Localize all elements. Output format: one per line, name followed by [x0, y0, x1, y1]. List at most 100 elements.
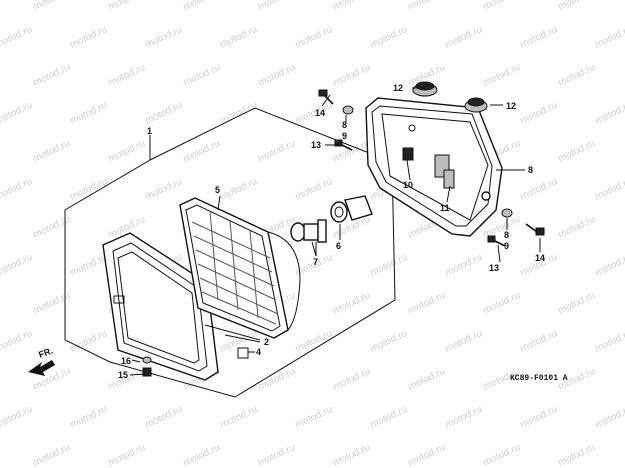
callout-2: 2 — [264, 337, 269, 347]
watermark-text: motod.ru — [332, 366, 372, 393]
watermark-text: motod.ru — [407, 0, 447, 13]
watermark-text: motod.ru — [219, 24, 259, 51]
screw-right — [487, 235, 506, 247]
watermark-text: motod.ru — [69, 404, 109, 431]
watermark-text: motod.ru — [69, 24, 109, 51]
watermark-text: motod.ru — [0, 252, 34, 279]
watermark-text: motod.ru — [0, 24, 34, 51]
callout-14-left: 14 — [315, 108, 325, 118]
watermark-text: motod.ru — [444, 24, 484, 51]
watermark-text: motod.ru — [294, 100, 334, 127]
watermark-text: motod.ru — [444, 328, 484, 355]
watermark-text: motod.ru — [182, 442, 222, 468]
watermark-text: motod.ru — [407, 442, 447, 468]
watermark-text: motod.ru — [294, 328, 334, 355]
watermark-text: motod.ru — [107, 138, 147, 165]
watermark-text: motod.ru — [107, 0, 147, 13]
watermark-text: motod.ru — [594, 176, 625, 203]
watermark-text: motod.ru — [32, 442, 72, 468]
watermark-text: motod.ru — [594, 328, 625, 355]
watermark-text: motod.ru — [594, 100, 625, 127]
watermark-text: motod.ru — [144, 176, 184, 203]
watermark-text: motod.ru — [257, 0, 297, 13]
watermark-text: motod.ru — [107, 442, 147, 468]
watermark-text: motod.ru — [69, 100, 109, 127]
watermark-text: motod.ru — [482, 62, 522, 89]
callout-8-body: 8 — [528, 165, 533, 175]
watermark-text: motod.ru — [519, 24, 559, 51]
watermark-text: motod.ru — [32, 138, 72, 165]
watermark-text: motod.ru — [0, 100, 34, 127]
watermark-text: motod.ru — [257, 442, 297, 468]
adjuster-screw — [142, 347, 249, 377]
watermark-text: motod.ru — [182, 0, 222, 13]
lens-pattern — [191, 211, 279, 325]
watermark-text: motod.ru — [444, 404, 484, 431]
callout-16: 16 — [121, 356, 131, 366]
watermark-text: motod.ru — [557, 62, 597, 89]
watermark-text: motod.ru — [69, 328, 109, 355]
bolt-top-left — [318, 89, 334, 105]
watermark-text: motod.ru — [519, 328, 559, 355]
watermark-text: motod.ru — [294, 24, 334, 51]
watermark-text: motod.ru — [294, 404, 334, 431]
watermark-text: motod.ru — [144, 100, 184, 127]
watermark-text: motod.ru — [32, 62, 72, 89]
watermark-text: motod.ru — [594, 252, 625, 279]
watermark-text: motod.ru — [182, 138, 222, 165]
callout-1: 1 — [147, 126, 152, 136]
watermark-text: motod.ru — [594, 404, 625, 431]
watermark-text: motod.ru — [219, 176, 259, 203]
watermark-text: motod.ru — [557, 138, 597, 165]
front-direction-arrow — [28, 360, 55, 376]
callout-8-top: 8 — [342, 120, 347, 130]
watermark-text: motod.ru — [332, 290, 372, 317]
watermark-text: motod.ru — [182, 62, 222, 89]
watermark-text: motod.ru — [444, 252, 484, 279]
callouts: 1 5 2 4 7 6 12 12 14 8 9 13 8 10 11 8 9 … — [118, 83, 545, 380]
watermark-text: motod.ru — [257, 138, 297, 165]
callout-8-right: 8 — [504, 230, 509, 240]
watermark-text: motod.ru — [519, 404, 559, 431]
watermark-text: motod.ru — [557, 0, 597, 13]
callout-4: 4 — [256, 347, 261, 357]
bolt-right — [525, 223, 545, 236]
callout-9-top: 9 — [342, 131, 347, 141]
headlight-case — [365, 97, 503, 237]
assembly-outline — [64, 107, 396, 398]
watermark-text: motod.ru — [69, 176, 109, 203]
watermark-text: motod.ru — [144, 24, 184, 51]
watermark-text: motod.ru — [294, 176, 334, 203]
watermark-text: motod.ru — [0, 404, 34, 431]
grommet-left — [412, 81, 438, 97]
watermark-text: motod.ru — [557, 214, 597, 241]
watermark-text: motod.ru — [32, 0, 72, 13]
watermark-text: motod.ru — [107, 62, 147, 89]
watermark-text: motod.ru — [0, 328, 34, 355]
washer-top — [342, 105, 354, 115]
watermark-text: motod.ru — [257, 62, 297, 89]
watermark-text: motod.ru — [32, 290, 72, 317]
callout-5: 5 — [215, 185, 220, 195]
watermark-text: motod.ru — [332, 442, 372, 468]
watermark-text: motod.ru — [369, 404, 409, 431]
watermark-text: motod.ru — [519, 100, 559, 127]
watermark-text: motod.ru — [482, 290, 522, 317]
callout-7: 7 — [313, 257, 318, 267]
watermark-text: motod.ru — [557, 442, 597, 468]
watermark-text: motod.ru — [369, 252, 409, 279]
callout-10: 10 — [403, 180, 413, 190]
watermark-text: motod.ru — [144, 404, 184, 431]
sealed-beam-unit — [179, 197, 301, 339]
bulb — [290, 219, 327, 257]
grommet-right — [464, 97, 488, 113]
watermark-text: motod.ru — [407, 290, 447, 317]
watermark-text: motod.ru — [219, 328, 259, 355]
watermark-text: motod.ru — [69, 252, 109, 279]
watermark-text: motod.ru — [32, 214, 72, 241]
screw-left — [334, 139, 353, 151]
watermark-text: motod.ru — [407, 366, 447, 393]
watermark-text: motod.ru — [332, 62, 372, 89]
watermark-text: motod.ru — [594, 24, 625, 51]
